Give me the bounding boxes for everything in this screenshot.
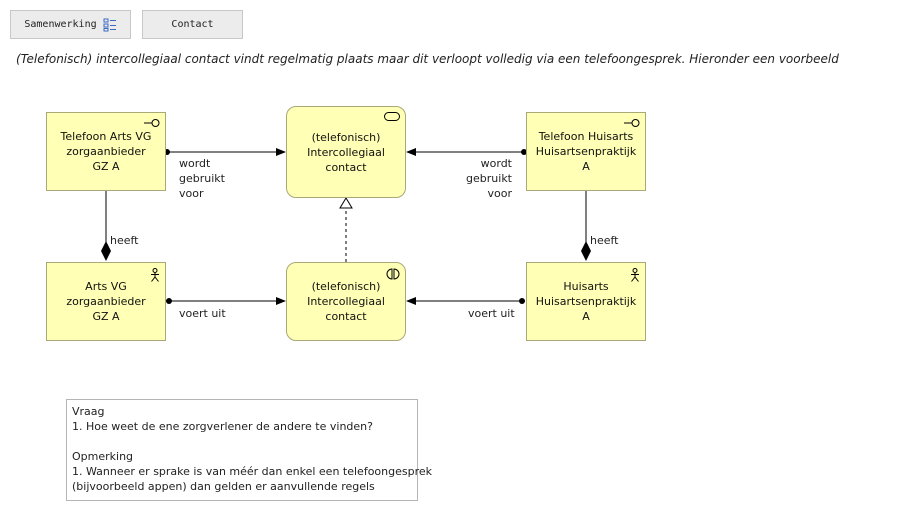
node-huisarts-label: Huisarts Huisartsenpraktijk A (535, 280, 637, 323)
edge-label-heeft-right: heeft (590, 234, 619, 247)
note-opmerking-title: Opmerking (72, 450, 134, 463)
note-box: Vraag 1. Hoe weet de ene zorgverlener de… (66, 399, 433, 501)
node-intercollegiaal-service-label: (telefonisch) Intercollegiaal contact (307, 130, 385, 174)
contact-label: Contact (171, 19, 214, 30)
actor-icon (151, 268, 159, 282)
edge-label-heeft-left: heeft (110, 234, 139, 247)
interface-icon (624, 119, 640, 127)
edge-composition-left-diamond (101, 241, 111, 261)
node-telefoon-huisarts-label: Telefoon Huisarts Huisartsenpraktijk A (535, 130, 637, 173)
node-telefoon-huisarts[interactable]: Telefoon Huisarts Huisartsenpraktijk A (526, 112, 646, 191)
note-opmerking-line1: 1. Wanneer er sprake is van méér dan enk… (72, 465, 433, 478)
node-intercollegiaal-interaction-label: (telefonisch) Intercollegiaal contact (307, 280, 385, 323)
samenwerking-label: Samenwerking (24, 19, 97, 30)
edge-label-wordt-gebruikt-right: wordt gebruikt voor (466, 157, 512, 200)
contact-button[interactable]: Contact (142, 10, 243, 39)
note-vraag-title: Vraag (72, 405, 105, 418)
actor-icon (631, 268, 639, 282)
note-spacer (72, 434, 412, 449)
edge-composition-right-diamond (581, 241, 591, 261)
edge-realization-head (339, 197, 353, 209)
structure-icon (103, 18, 116, 31)
node-huisarts[interactable]: Huisarts Huisartsenpraktijk A (526, 262, 646, 341)
interface-icon (144, 119, 160, 127)
note-opmerking-line2: (bijvoorbeeld appen) dan gelden er aanvu… (72, 480, 375, 493)
samenwerking-button[interactable]: Samenwerking (10, 10, 131, 39)
intro-text: (Telefonisch) intercollegiaal contact vi… (16, 52, 839, 66)
node-intercollegiaal-service[interactable]: (telefonisch) Intercollegiaal contact (286, 106, 406, 198)
edge-label-wordt-gebruikt-left: wordt gebruikt voor (179, 157, 225, 200)
edge-assignment-left-start (166, 298, 172, 304)
edge-label-voert-uit-left: voert uit (179, 307, 226, 320)
edge-label-voert-uit-right: voert uit (468, 307, 515, 320)
node-intercollegiaal-interaction[interactable]: (telefonisch) Intercollegiaal contact (286, 262, 406, 341)
service-icon (384, 112, 400, 121)
node-arts-vg[interactable]: Arts VG zorgaanbieder GZ A (46, 262, 166, 341)
node-telefoon-arts-vg-label: Telefoon Arts VG zorgaanbieder GZ A (60, 130, 152, 173)
note-vraag-line: 1. Hoe weet de ene zorgverlener de ander… (72, 420, 373, 433)
node-telefoon-arts-vg[interactable]: Telefoon Arts VG zorgaanbieder GZ A (46, 112, 166, 191)
edge-serving-right-start (521, 149, 527, 155)
node-arts-vg-label: Arts VG zorgaanbieder GZ A (66, 280, 146, 323)
edge-assignment-right-start (519, 298, 525, 304)
interaction-icon (386, 268, 400, 280)
